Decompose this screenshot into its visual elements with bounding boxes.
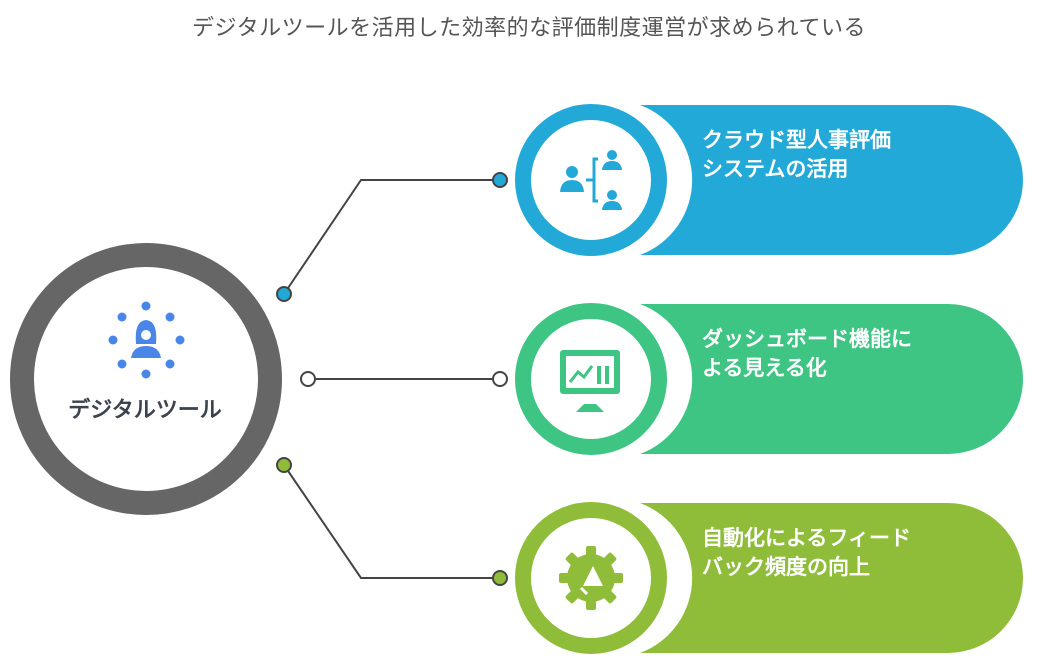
people-hierarchy-icon: [560, 150, 622, 210]
hub-ring: [10, 243, 282, 515]
item-card-2: [515, 303, 1023, 455]
connector-dot-1-end: [492, 172, 508, 188]
item-card-1: [515, 104, 1023, 256]
connector-dot-1-start: [276, 286, 292, 302]
connector-line-1: [283, 179, 500, 295]
connector-dot-3-end: [492, 570, 508, 586]
person-network-icon: [108, 301, 185, 379]
item-2-line-1: ダッシュボード機能に: [702, 327, 912, 351]
page-title: デジタルツールを活用した効率的な評価制度運営が求められている: [192, 16, 866, 41]
connector-dot-2-start: [300, 371, 316, 387]
gear-megaphone-icon: [559, 546, 623, 610]
item-3-line-1: 自動化によるフィード: [702, 526, 911, 550]
connector-dot-3-start: [276, 457, 292, 473]
item-card-3: [515, 502, 1023, 654]
item-1-line-2: システムの活用: [702, 157, 849, 181]
item-text-3: 自動化によるフィード バック頻度の向上: [702, 524, 1002, 582]
item-text-1: クラウド型人事評価 システムの活用: [702, 126, 1002, 184]
item-2-line-2: よる見える化: [702, 356, 827, 380]
hub-label: デジタルツール: [68, 398, 222, 423]
monitor-chart-icon: [560, 350, 620, 412]
connector-dot-2-end: [492, 371, 508, 387]
connector-line-3: [283, 464, 500, 579]
item-text-2: ダッシュボード機能に よる見える化: [702, 325, 1002, 383]
item-3-line-2: バック頻度の向上: [702, 555, 870, 579]
item-1-line-1: クラウド型人事評価: [702, 128, 891, 152]
